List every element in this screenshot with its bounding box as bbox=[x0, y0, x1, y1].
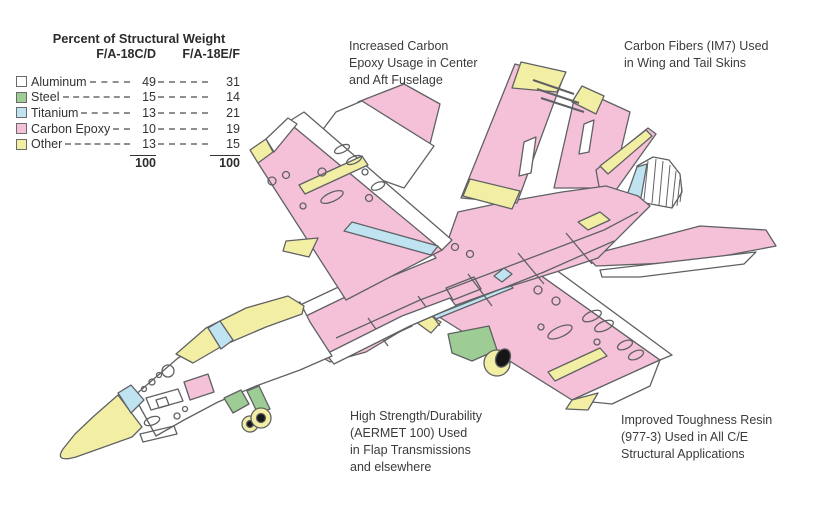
dash-leader bbox=[113, 127, 130, 130]
legend-title: Percent of Structural Weight bbox=[52, 31, 226, 46]
value-cd: 13 bbox=[142, 105, 156, 120]
material-label: Titanium bbox=[31, 105, 79, 120]
value-ef: 31 bbox=[226, 74, 240, 89]
center-aft-fuselage bbox=[295, 185, 651, 365]
annotation-aermet-100: High Strength/Durability (AERMET 100) Us… bbox=[350, 409, 483, 474]
material-label: Steel bbox=[31, 90, 60, 105]
column-header-ef: F/A-18E/F bbox=[182, 47, 240, 61]
value-ef: 21 bbox=[226, 105, 240, 120]
value-ef: 15 bbox=[226, 137, 240, 152]
main-landing-gear bbox=[447, 325, 512, 377]
material-label: Aluminum bbox=[31, 74, 87, 89]
legend-column-headers: F/A-18C/D F/A-18E/F bbox=[16, 47, 240, 61]
value-cd: 15 bbox=[142, 90, 156, 105]
column-header-cd: F/A-18C/D bbox=[96, 47, 156, 61]
left-vertical-tail bbox=[460, 61, 585, 210]
legend-row-other: Other 13 15 bbox=[16, 136, 240, 152]
canopy bbox=[175, 295, 305, 364]
engine-exhaust-nozzle bbox=[625, 156, 683, 209]
material-label: Carbon Epoxy bbox=[31, 121, 111, 136]
legend: Percent of Structural Weight F/A-18C/D F… bbox=[16, 31, 240, 171]
value-cd: 10 bbox=[142, 121, 156, 136]
legend-row-steel: Steel 15 14 bbox=[16, 90, 240, 106]
value-cd: 13 bbox=[142, 137, 156, 152]
annotation-carbon-epoxy-fuselage: Increased Carbon Epoxy Usage in Center a… bbox=[349, 39, 478, 87]
dash-leader bbox=[62, 96, 130, 99]
dash-leader bbox=[81, 111, 130, 114]
legend-row-aluminum: Aluminum 49 31 bbox=[16, 74, 240, 90]
legend-row-carbon-epoxy: Carbon Epoxy 10 19 bbox=[16, 121, 240, 137]
material-label: Other bbox=[31, 137, 63, 152]
right-stabilator bbox=[585, 225, 777, 278]
nose-landing-gear bbox=[223, 385, 272, 433]
value-cd: 49 bbox=[142, 74, 156, 89]
other-swatch bbox=[16, 138, 27, 150]
dash-leader bbox=[65, 143, 130, 146]
value-ef: 14 bbox=[226, 90, 240, 105]
dash-leader bbox=[158, 80, 208, 83]
value-ef: 19 bbox=[226, 121, 240, 136]
steel-swatch bbox=[16, 91, 27, 103]
carbon-epoxy-swatch bbox=[16, 123, 27, 135]
legend-row-titanium: Titanium 13 21 bbox=[16, 105, 240, 121]
radome bbox=[59, 384, 145, 460]
dash-leader bbox=[158, 127, 208, 130]
annotation-toughness-resin: Improved Toughness Resin (977-3) Used in… bbox=[621, 413, 773, 461]
legend-total-row: 100 100 bbox=[16, 155, 240, 171]
total-ef: 100 bbox=[210, 155, 240, 170]
dash-leader bbox=[158, 111, 208, 114]
left-wing bbox=[249, 111, 453, 301]
aluminum-swatch bbox=[16, 76, 27, 88]
annotation-carbon-fibers-im7: Carbon Fibers (IM7) Used in Wing and Tai… bbox=[624, 39, 769, 70]
titanium-swatch bbox=[16, 107, 27, 119]
total-cd: 100 bbox=[130, 155, 156, 170]
dash-leader bbox=[89, 80, 130, 83]
dash-leader bbox=[158, 96, 208, 99]
dash-leader bbox=[158, 143, 208, 146]
